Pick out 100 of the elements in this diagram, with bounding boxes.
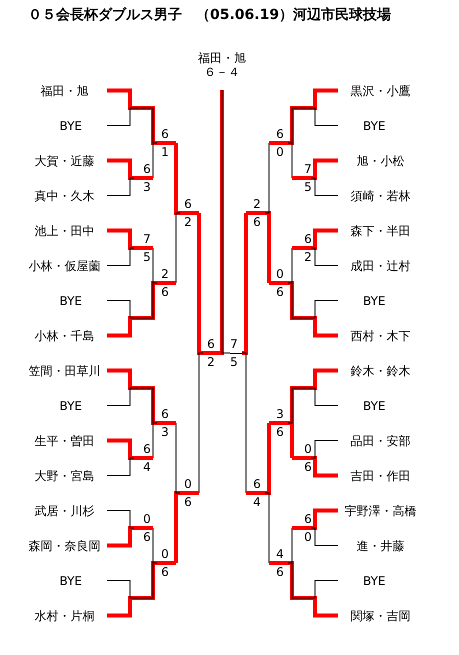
bracket-line [107,88,157,145]
team-name: 真中・久木 [34,188,94,202]
bracket-line [107,281,157,338]
score: 2 [304,250,312,264]
bracket-line [107,368,157,425]
team-name: 福田・旭 [40,84,88,98]
score: 6 [253,477,261,491]
team-name: 黒沢・小鷹 [350,84,410,98]
team-name: 池上・田中 [34,224,94,238]
team-name: 水村・片桐 [34,608,94,622]
team-name: 進・井藤 [356,538,404,552]
team-name: 笠間・田草川 [28,364,100,378]
bracket-line [106,562,158,598]
score: 6 [143,162,151,176]
score: 4 [143,460,151,474]
score: 0 [161,547,169,561]
score: 0 [276,267,284,281]
team-name: 鈴木・鈴木 [350,364,410,378]
team-name: 森下・半田 [350,224,410,238]
team-name: BYE [60,118,82,132]
team-name: BYE [363,398,386,412]
team-name: 武居・川杉 [34,504,94,518]
score: 6 [304,460,312,474]
score: 6 [276,285,284,299]
score: 6 [143,530,151,544]
bracket-line [310,440,338,458]
score: 6 [161,407,169,421]
team-name: BYE [363,574,386,588]
bracket-line [288,561,338,618]
score: 6 [276,425,284,439]
bracket-line [288,88,338,145]
score: 6 [143,442,151,456]
final-score: ６－４ [204,65,240,79]
bracket-line [176,422,180,494]
champion-name: 福田・旭 [198,51,246,65]
bracket-line [107,438,134,460]
bracket-line [288,388,338,424]
bracket-line [197,213,203,355]
bracket-line [288,562,338,598]
score: 6 [276,127,284,141]
team-name: 品田・安部 [350,434,410,448]
bracket-line [174,143,180,215]
score: 6 [304,512,312,526]
team-name: 小林・仮屋薗 [28,258,100,272]
bracket-line [288,421,294,458]
bracket-line [288,282,338,318]
team-name: 森岡・奈良岡 [28,538,100,552]
score: 6 [304,232,312,246]
bracket-line [106,282,158,318]
bracket-line [310,248,338,266]
team-name: 大賀・近藤 [34,154,94,168]
score: 3 [276,407,284,421]
score: 6 [161,565,169,579]
team-name: BYE [363,118,386,132]
score: 0 [304,530,312,544]
team-name: 生平・曽田 [34,434,94,448]
title: ０５会長杯ダブルス男子 （05.06.19）河辺市民球技場 [28,7,392,23]
team-name: 須崎・若林 [350,188,410,202]
score: 1 [161,145,169,159]
team-name: BYE [60,398,82,412]
score: 6 [184,197,192,211]
bracket-line [217,90,224,355]
bracket-line [310,528,338,546]
bracket-line [265,423,271,495]
team-name: 吉田・作田 [350,468,410,482]
bracket-line [264,142,270,214]
bracket-line [265,211,271,283]
team-name: BYE [363,294,386,308]
score: 0 [143,512,151,526]
score: 5 [230,355,238,369]
bracket-line [242,213,248,355]
score: 2 [161,267,169,281]
bracket-line [174,491,180,563]
bracket-line [107,561,157,618]
score: 4 [253,495,261,509]
bracket-line [311,158,338,180]
score: 2 [253,197,261,211]
bracket-line [288,281,338,338]
score: 4 [276,547,284,561]
team-name: 大野・宮島 [34,468,94,482]
team-name: BYE [60,294,82,308]
bracket-line [152,142,158,178]
team-name: BYE [60,574,82,588]
score: 3 [143,180,151,194]
bracket-line [264,492,270,564]
score: 6 [161,285,169,299]
score: 0 [184,477,192,491]
bracket-line [242,352,246,494]
bracket-line [106,178,134,196]
team-name: 宇野澤・高橋 [344,504,416,518]
score: 7 [304,162,312,176]
score: 7 [230,337,238,351]
bracket-line [311,508,338,530]
bracket-line [106,458,134,476]
team-name: 関塚・吉岡 [350,608,410,622]
team-name: 成田・辻村 [350,258,410,272]
bracket-line [222,90,230,354]
score: 0 [276,145,284,159]
score: 2 [184,215,192,229]
bracket-line [107,158,134,180]
